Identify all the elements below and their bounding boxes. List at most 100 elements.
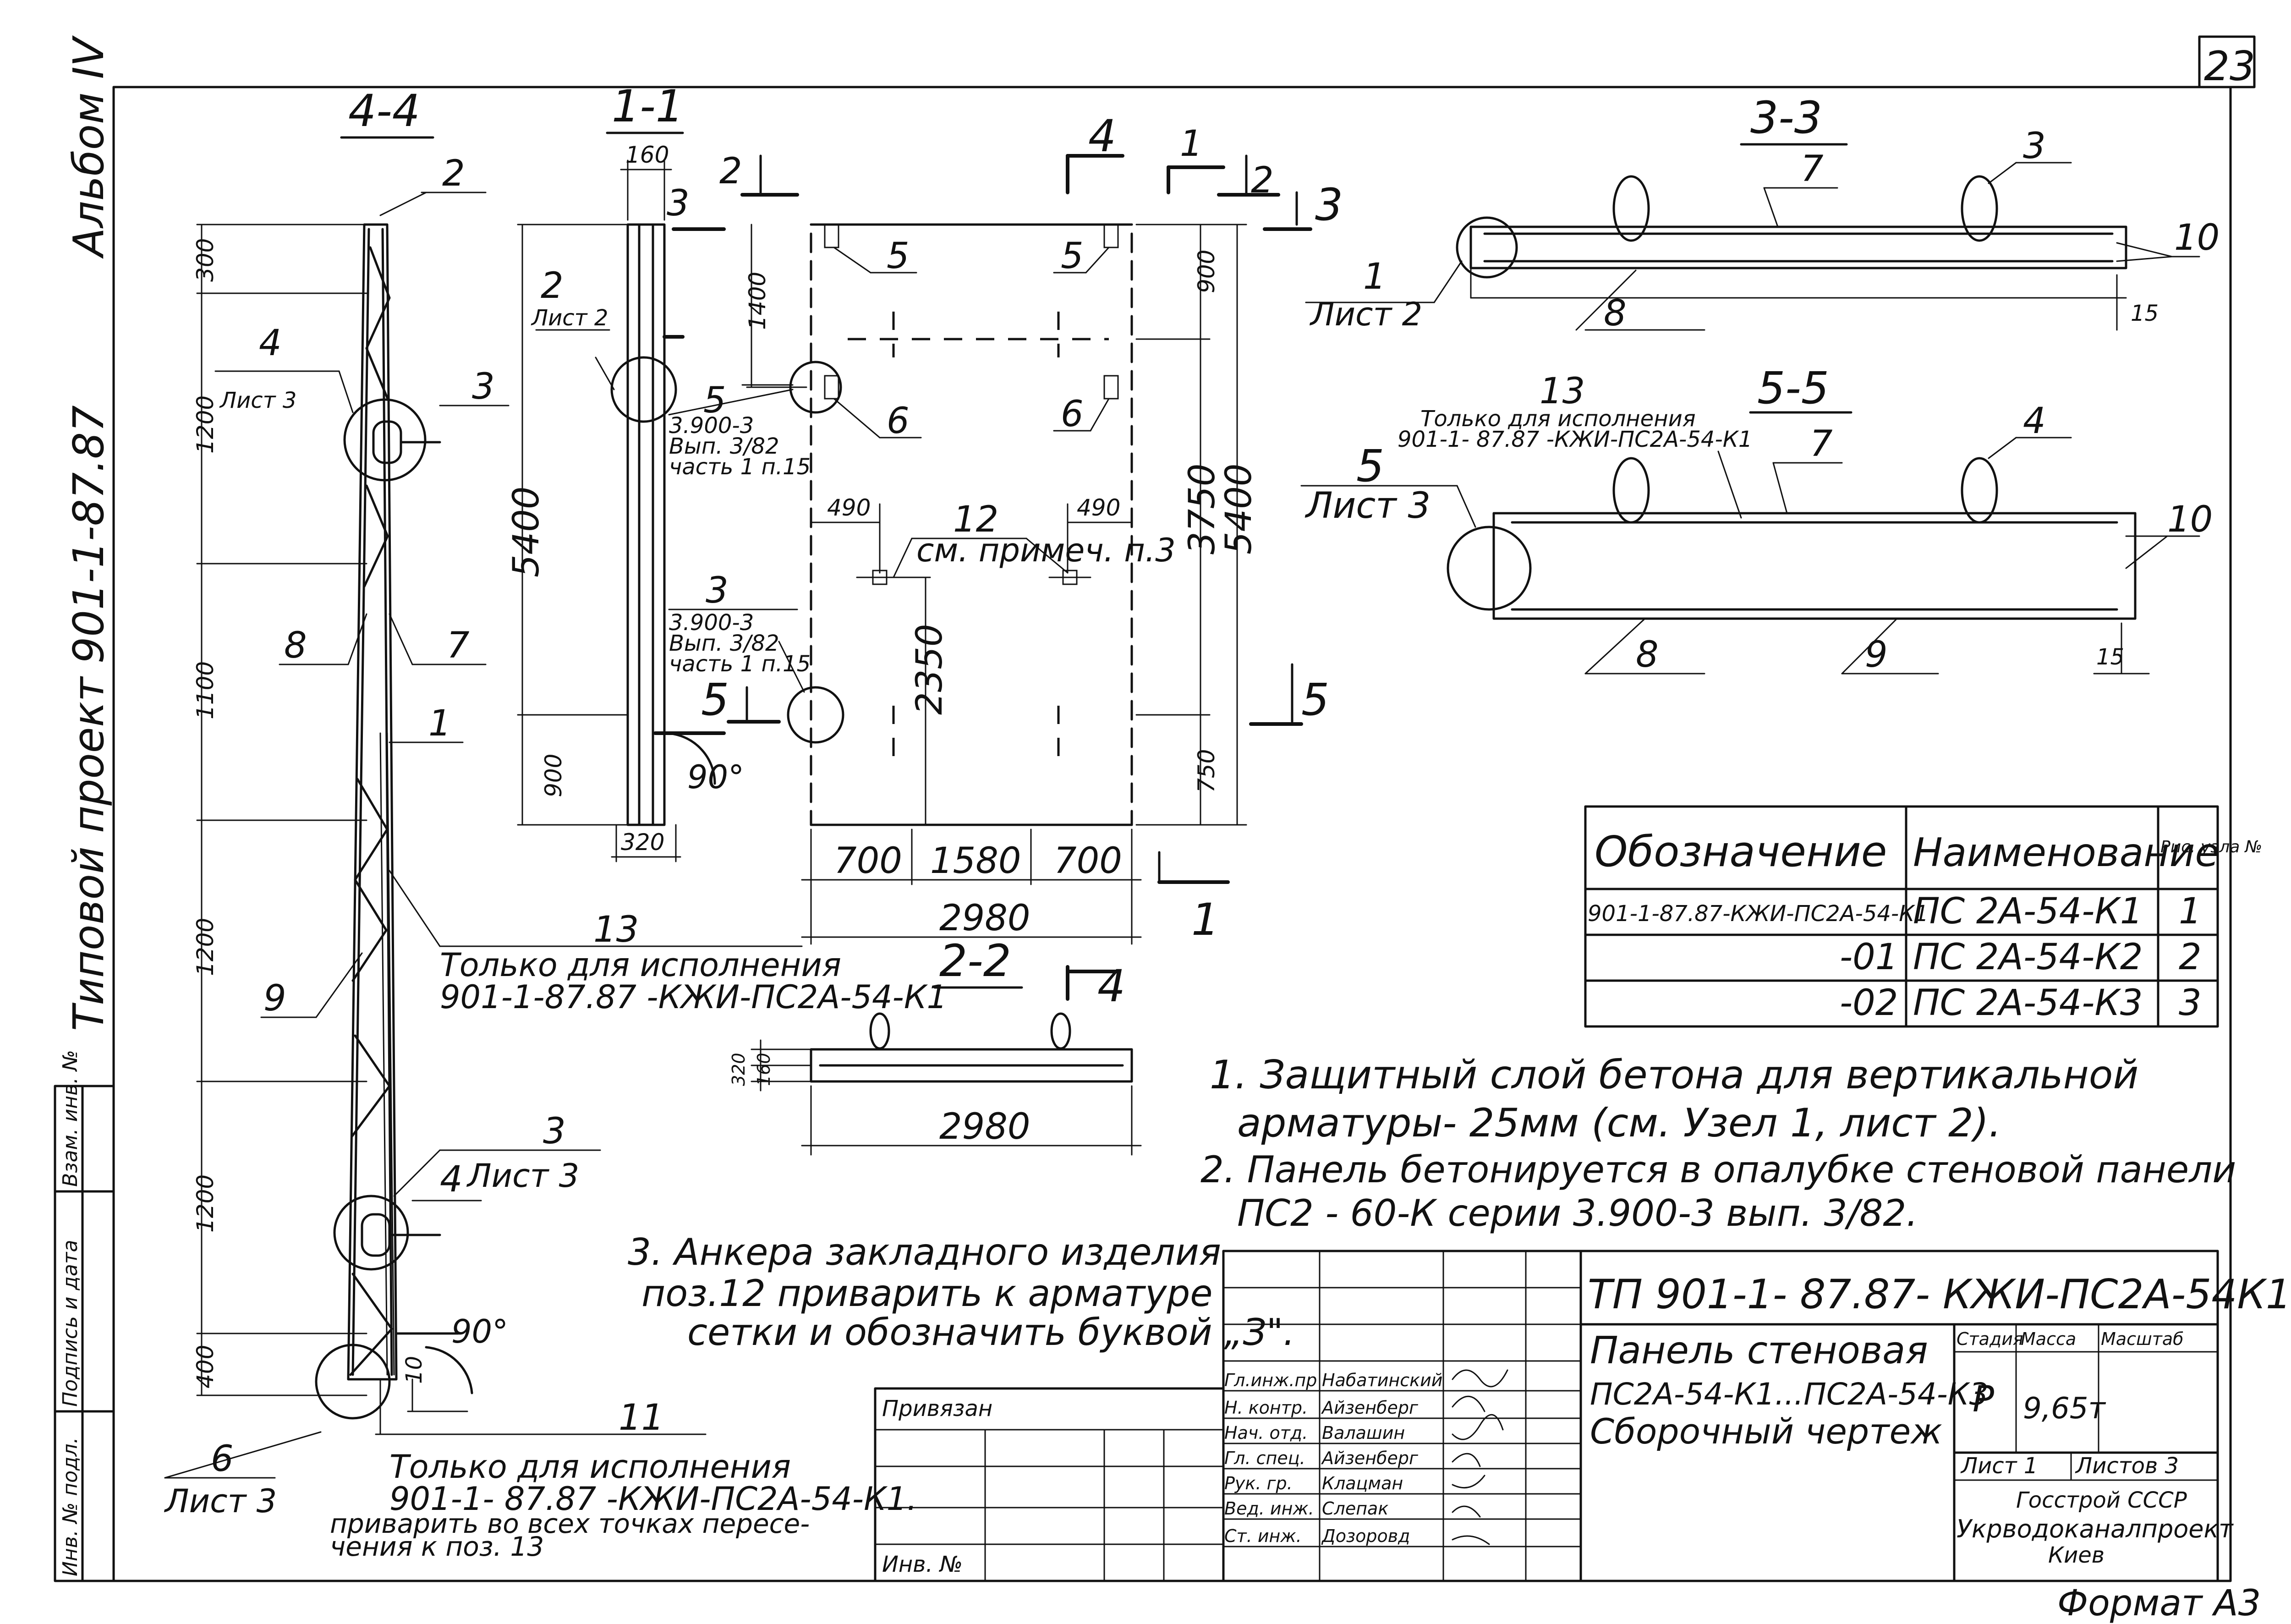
front-ref-3-note2: Вып. 3/82 [669, 631, 779, 656]
dim-300: 300 [192, 238, 219, 282]
pos-11-line3: приварить во всех точках пересе- [330, 1508, 810, 1539]
title-block: Привязан Инв. № Гл.инж.пр Набатинский Н.… [874, 1250, 2291, 1582]
tb-role-6: Вед. инж. [1224, 1498, 1314, 1519]
pos-11-line1: Только для исполнения [389, 1448, 791, 1486]
label-pos-4-sheet: Лист 3 [219, 388, 296, 413]
front-left-1400: 1400 [744, 272, 771, 330]
front-right-750: 750 [1193, 749, 1220, 793]
section-5-5-pos-13-note: Только для исполнения [1420, 406, 1696, 432]
project-label: Типовой проект 901-1-87.87 [64, 405, 113, 1031]
front-embed-note: см. примеч. п.3 [916, 532, 1176, 569]
label-pos-8: 8 [284, 625, 307, 666]
section-5-5-title: 5-5 [1757, 362, 1829, 414]
section-5-5-ref-5: 5 [1356, 440, 1384, 492]
section-2-2-dim-160: 160 [754, 1053, 774, 1086]
section-2-2-width: 2980 [939, 1106, 1030, 1147]
tb-role-3: Нач. отд. [1224, 1423, 1308, 1443]
tb-privyazan: Привязан [882, 1396, 992, 1421]
front-ref-5-note2: Вып. 3/82 [669, 433, 779, 459]
note-3b: поз.12 приварить к арматуре [641, 1272, 1213, 1315]
note-1b: арматуры- 25мм (см. Узел 1, лист 2). [1237, 1100, 2001, 1146]
tb-org-1: Госстрой СССР [2016, 1487, 2187, 1513]
front-edge-490a: 490 [827, 494, 871, 521]
pos-11-line2: 901-1- 87.87 -КЖИ-ПС2А-54-К1. [389, 1480, 917, 1518]
label-pos-9: 9 [263, 978, 286, 1019]
note-1a: 1. Защитный слой бетона для вертикальной [1210, 1052, 2138, 1098]
front-bottom-700a: 700 [834, 840, 902, 882]
dim-1100: 1100 [192, 661, 219, 719]
label-pos-2: 2 [442, 153, 465, 194]
section-4-4: 4-4 300 1200 1100 1200 [164, 85, 947, 1562]
section-5-5-pos-8: 8 [1636, 634, 1659, 675]
label-pos-3: 3 [472, 366, 495, 407]
section-5-5-pos-4: 4 [2023, 401, 2046, 442]
label-pos-3b: 3 [543, 1111, 566, 1152]
front-ref-5: 5 [703, 380, 726, 421]
spec-row-2-code: -01 [1840, 937, 1898, 978]
note-2a: 2. Панель бетонируется в опалубке стенов… [1200, 1148, 2236, 1191]
section-1-1-low: 900 [540, 754, 567, 797]
spec-header-fig: Рис. узла № [2160, 838, 2262, 856]
section-1-1-ref-2-sheet: Лист 2 [531, 305, 608, 331]
section-3-3-cover: 15 [2131, 301, 2159, 326]
spec-row-3-code: -02 [1840, 982, 1898, 1024]
section-5-5-pos-9: 9 [1865, 634, 1888, 675]
tb-org-2: Укрводоканалпроект [1957, 1514, 2234, 1543]
tb-mass: 9,65т [2023, 1392, 2106, 1426]
label-pos-6-sheet: Лист 3 [164, 1482, 277, 1520]
note-3c: сетки и обозначить буквой „З". [687, 1311, 1295, 1354]
section-5-5: 5-5 13 Только для исполнения 901-1- 87.8… [1300, 362, 2213, 675]
stamp-inv-podl: Инв. № подл. [59, 1437, 82, 1576]
tb-role-7: Ст. инж. [1224, 1526, 1302, 1546]
front-bottom-1580: 1580 [930, 840, 1021, 882]
section-2-2-dim-320: 320 [729, 1053, 749, 1086]
format-label: Формат А3 [2057, 1583, 2261, 1624]
dim-1200-a: 1200 [192, 395, 219, 454]
tb-sheets: Листов 3 [2075, 1453, 2179, 1479]
front-label-5a: 5 [887, 236, 910, 277]
pos-11-line4: чения к поз. 13 [330, 1531, 544, 1562]
note-3a: 3. Анкера закладного изделия [628, 1231, 1221, 1273]
front-view: 5 5 6 6 490 490 12 см. примеч. п.3 2350 … [668, 110, 1343, 945]
front-bottom-700b: 700 [1054, 840, 1122, 882]
front-ref-5b: 5 [701, 674, 729, 725]
tb-stage-header: Стадия [1957, 1329, 2023, 1349]
section-4-4-title: 4-4 [348, 85, 420, 137]
front-overall-2980: 2980 [939, 898, 1030, 939]
cut-mark-2a: 2 [719, 151, 742, 192]
section-5-5-cover: 15 [2096, 644, 2124, 670]
stamp-vzam: Взам. инв. № [59, 1050, 82, 1187]
pos-13-code: 901-1-87.87 -КЖИ-ПС2А-54-К1 [440, 978, 947, 1016]
tb-sheet: Лист 1 [1960, 1453, 2038, 1479]
tb-name-4: Айзенберг [1321, 1448, 1419, 1468]
section-1-1-height: 5400 [506, 486, 547, 577]
section-1-1-angle: 90° [687, 758, 744, 796]
label-pos-4: 4 [259, 323, 282, 364]
section-5-5-ref-5-sheet: Лист 3 [1304, 485, 1431, 527]
dim-400: 400 [192, 1345, 219, 1388]
tb-org-3: Киев [2048, 1542, 2105, 1568]
section-3-3-pos-3: 3 [2023, 126, 2046, 167]
section-5-5-pos-10: 10 [2167, 499, 2213, 540]
stamp-podpis: Подпись и дата [59, 1240, 82, 1407]
cover-10: 10 [401, 1356, 427, 1384]
front-label-6a: 6 [887, 401, 910, 442]
section-5-5-pos-13-code: 901-1- 87.87 -КЖИ-ПС2А-54-К1 [1398, 427, 1752, 452]
signatures [1452, 1369, 1508, 1545]
label-pos-3b-sheet: Лист 3 [466, 1157, 579, 1195]
section-1-1-title: 1-1 [612, 81, 684, 132]
tb-name-1-line: Панель стеновая [1590, 1329, 1928, 1372]
label-pos-11: 11 [619, 1397, 664, 1438]
front-cut-1-bottom: 1 [1191, 894, 1219, 945]
spec-header-name: Наименование [1913, 830, 2219, 876]
section-2-2-cut-4: 4 [1097, 960, 1125, 1012]
label-pos-1: 1 [428, 703, 451, 744]
section-3-3-pos-8: 8 [1604, 293, 1627, 334]
spec-row-1-name: ПС 2А-54-К1 [1913, 891, 2143, 932]
front-cut-1: 1 [1180, 123, 1203, 165]
album-label: Альбом IV [64, 35, 113, 259]
spec-row-3-fig: 3 [2179, 982, 2202, 1024]
section-3-3-pos-10: 10 [2174, 217, 2220, 258]
tb-name-7: Дозоровд [1321, 1526, 1410, 1546]
section-2-2-title: 2-2 [939, 935, 1011, 987]
